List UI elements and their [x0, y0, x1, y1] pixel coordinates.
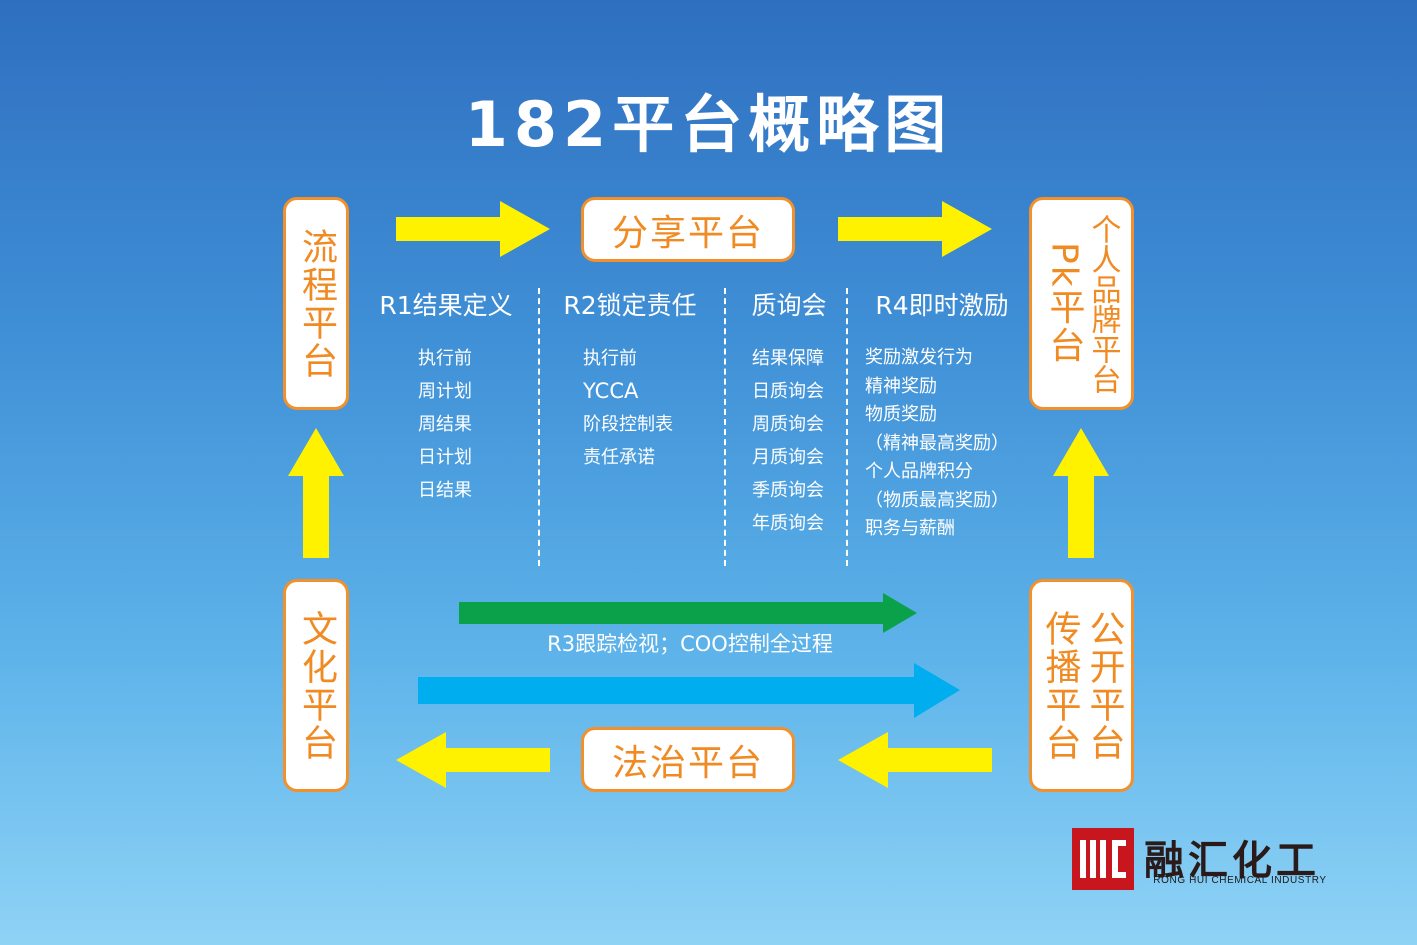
heading-r1: R1结果定义 [379, 291, 513, 320]
box-open-platform-label: 公开平台 [1083, 609, 1125, 762]
arrow-left-law-to-culture [396, 732, 550, 788]
list-item: 执行前 [583, 348, 637, 369]
list-item: 日质询会 [752, 381, 824, 402]
company-logo: 融汇化工 RONG HUI CHEMICAL INDUSTRY [1072, 828, 1342, 890]
box-share-platform-label: 分享平台 [611, 212, 764, 254]
diagram-title: 182平台概略图 [464, 88, 953, 161]
arrow-right-share-to-pk [838, 201, 992, 257]
list-item: 年质询会 [752, 513, 824, 534]
box-culture-platform-label: 文化平台 [296, 609, 337, 762]
divider-1 [538, 288, 540, 566]
list-item: 阶段控制表 [583, 414, 673, 435]
logo-mark-icon [1072, 828, 1134, 890]
divider-3 [846, 288, 848, 566]
heading-r4: R4即时激励 [875, 291, 1009, 320]
list-item: 周结果 [418, 414, 472, 435]
r3-tracking-label: R3跟踪检视；COO控制全过程 [547, 632, 833, 656]
list-item: 季质询会 [752, 480, 824, 501]
box-rule-of-law-platform: 法治平台 [581, 727, 795, 792]
list-item: （物质最高奖励） [865, 489, 1009, 511]
box-process-platform-label: 流程平台 [296, 227, 337, 380]
box-process-platform: 流程平台 [283, 197, 349, 410]
list-item: （精神最高奖励） [865, 432, 1009, 454]
box-personal-brand-label: 个人品牌平台 [1085, 213, 1121, 394]
box-rule-of-law-platform-label: 法治平台 [611, 742, 764, 784]
list-r2: 执行前 YCCA 阶段控制表 责任承诺 [583, 342, 673, 474]
logo-english-name: RONG HUI CHEMICAL INDUSTRY [1153, 875, 1327, 886]
list-r4: 奖励激发行为 精神奖励 物质奖励 （精神最高奖励） 个人品牌积分 （物质最高奖励… [865, 344, 1009, 544]
list-item: 精神奖励 [865, 375, 937, 397]
box-culture-platform: 文化平台 [283, 579, 349, 792]
box-broadcast-platform: 传播平台 公开平台 [1029, 579, 1134, 792]
list-item: 责任承诺 [583, 447, 655, 468]
list-item: 个人品牌积分 [865, 461, 973, 482]
arrow-up-culture-to-process [288, 428, 344, 558]
heading-inquiry: 质询会 [751, 291, 827, 320]
list-item: 月质询会 [752, 447, 824, 468]
box-pk-platform-label: Pk平台 [1043, 242, 1085, 365]
list-item: 执行前 [418, 348, 472, 369]
list-item: 周计划 [418, 381, 472, 402]
list-item: YCCA [583, 379, 639, 403]
heading-r2: R2锁定责任 [563, 291, 697, 320]
list-inquiry: 结果保障 日质询会 周质询会 月质询会 季质询会 年质询会 [752, 342, 824, 540]
box-share-platform: 分享平台 [581, 197, 795, 262]
list-item: 日计划 [418, 447, 472, 468]
list-item: 周质询会 [752, 414, 824, 435]
arrow-up-broadcast-to-pk [1053, 428, 1109, 558]
arrow-green-r3 [459, 593, 917, 633]
list-r1: 执行前 周计划 周结果 日计划 日结果 [418, 342, 472, 507]
list-item: 职务与薪酬 [865, 518, 955, 539]
list-item: 日结果 [418, 480, 472, 501]
arrow-blue-coo [418, 663, 960, 718]
list-item: 结果保障 [752, 348, 824, 369]
box-broadcast-platform-label: 传播平台 [1039, 609, 1081, 762]
box-pk-platform: Pk平台 个人品牌平台 [1029, 197, 1134, 410]
list-item: 奖励激发行为 [865, 347, 973, 368]
divider-2 [724, 288, 726, 566]
logo-chinese-name: 融汇化工 [1144, 837, 1320, 884]
arrow-right-process-to-share [396, 201, 550, 257]
list-item: 物质奖励 [865, 404, 937, 425]
arrow-left-broadcast-to-law [838, 732, 992, 788]
